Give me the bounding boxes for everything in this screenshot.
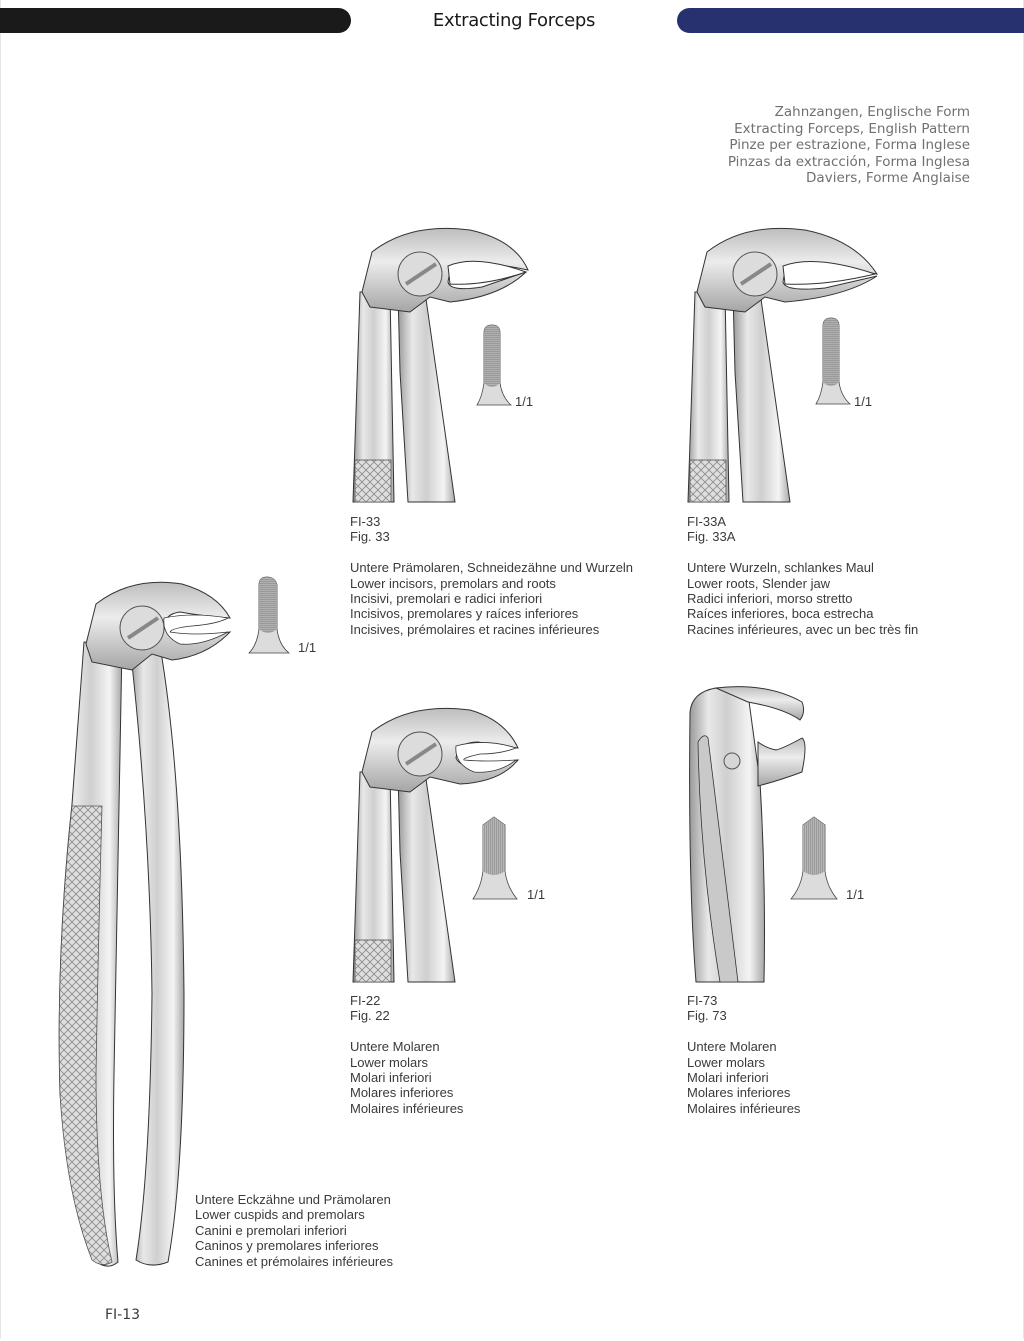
forceps-illustration-fi-33a xyxy=(685,222,880,504)
description-es: Molares inferiores xyxy=(687,1085,791,1101)
jaw-tip-fi-13 xyxy=(247,576,293,655)
caption-fi-13: Untere Eckzähne und Prämolaren Lower cus… xyxy=(195,1192,393,1269)
scale-label-fi-22: 1/1 xyxy=(527,887,546,902)
figure-number: Fig. 22 xyxy=(350,1008,390,1024)
caption-fi-73: FI-73 Fig. 73 Untere Molaren Lower molar… xyxy=(687,993,800,1116)
product-code: FI-33A xyxy=(687,514,727,529)
description-es: Raíces inferiores, boca estrecha xyxy=(687,606,874,622)
subtitle-line-es: Pinzas da extracción, Forma Inglesa xyxy=(727,153,970,170)
description-fr: Incisives, prémolaires et racines inféri… xyxy=(350,621,600,637)
description-es: Caninos y premolares inferiores xyxy=(195,1238,379,1254)
page-number: FI-13 xyxy=(105,1307,141,1323)
catalog-subtitle: Zahnzangen, Englische Form Extracting Fo… xyxy=(728,104,970,187)
header-bar-left xyxy=(0,8,351,33)
description-es: Incisivos, premolares y raíces inferiore… xyxy=(350,606,579,622)
jaw-tip-fi-73 xyxy=(790,815,842,901)
description-fr: Molaires inférieures xyxy=(350,1100,464,1116)
description-en: Lower incisors, premolars and roots xyxy=(350,575,556,591)
description-it: Incisivi, premolari e radici inferiori xyxy=(350,591,543,607)
caption-fi-33: FI-33 Fig. 33 Untere Prämolaren, Schneid… xyxy=(350,514,633,637)
forceps-illustration-fi-13 xyxy=(52,574,237,1269)
description-it: Molari inferiori xyxy=(687,1070,769,1086)
caption-fi-33a: FI-33A Fig. 33A Untere Wurzeln, schlanke… xyxy=(687,514,918,637)
scale-label-fi-73: 1/1 xyxy=(846,887,865,902)
description-en: Lower cuspids and premolars xyxy=(195,1207,365,1223)
forceps-illustration-fi-33 xyxy=(350,222,535,504)
description-it: Canini e premolari inferiori xyxy=(195,1222,347,1238)
description-fr: Racines inférieures, avec un bec très fi… xyxy=(687,621,919,637)
subtitle-line-fr: Daviers, Forme Anglaise xyxy=(806,170,970,187)
product-code: FI-73 xyxy=(687,993,718,1008)
jaw-tip-fi-22 xyxy=(472,815,520,901)
page-title: Extracting Forceps xyxy=(432,10,596,31)
description-de: Untere Molaren xyxy=(687,1039,777,1055)
description-es: Molares inferiores xyxy=(350,1085,454,1101)
forceps-illustration-fi-73 xyxy=(686,682,826,984)
forceps-illustration-fi-22 xyxy=(350,702,535,984)
scale-label-fi-33: 1/1 xyxy=(515,394,534,409)
description-de: Untere Wurzeln, schlankes Maul xyxy=(687,560,874,576)
description-en: Lower molars xyxy=(687,1054,766,1070)
product-code: FI-22 xyxy=(350,993,381,1008)
caption-fi-22: FI-22 Fig. 22 Untere Molaren Lower molar… xyxy=(350,993,463,1116)
header-bar-right xyxy=(677,8,1024,33)
subtitle-line-it: Pinze per estrazione, Forma Inglese xyxy=(729,137,970,154)
scale-label-fi-13: 1/1 xyxy=(298,640,317,655)
description-fr: Molaires inférieures xyxy=(687,1100,801,1116)
description-en: Lower molars xyxy=(350,1054,429,1070)
description-de: Untere Eckzähne und Prämolaren xyxy=(195,1192,391,1207)
figure-number: Fig. 33A xyxy=(687,529,736,545)
description-it: Molari inferiori xyxy=(350,1070,432,1086)
product-code: FI-33 xyxy=(350,514,381,529)
description-it: Radici inferiori, morso stretto xyxy=(687,591,853,607)
subtitle-line-de: Zahnzangen, Englische Form xyxy=(774,104,970,120)
description-de: Untere Molaren xyxy=(350,1039,440,1055)
jaw-tip-fi-33a xyxy=(813,317,853,406)
scale-label-fi-33a: 1/1 xyxy=(854,394,873,409)
description-fr: Canines et prémolaires inférieures xyxy=(195,1253,393,1269)
description-en: Lower roots, Slender jaw xyxy=(687,575,831,591)
description-de: Untere Prämolaren, Schneidezähne und Wur… xyxy=(350,560,634,576)
figure-number: Fig. 73 xyxy=(687,1008,727,1024)
jaw-tip-fi-33 xyxy=(474,324,514,407)
figure-number: Fig. 33 xyxy=(350,529,390,545)
subtitle-line-en: Extracting Forceps, English Pattern xyxy=(734,120,970,137)
